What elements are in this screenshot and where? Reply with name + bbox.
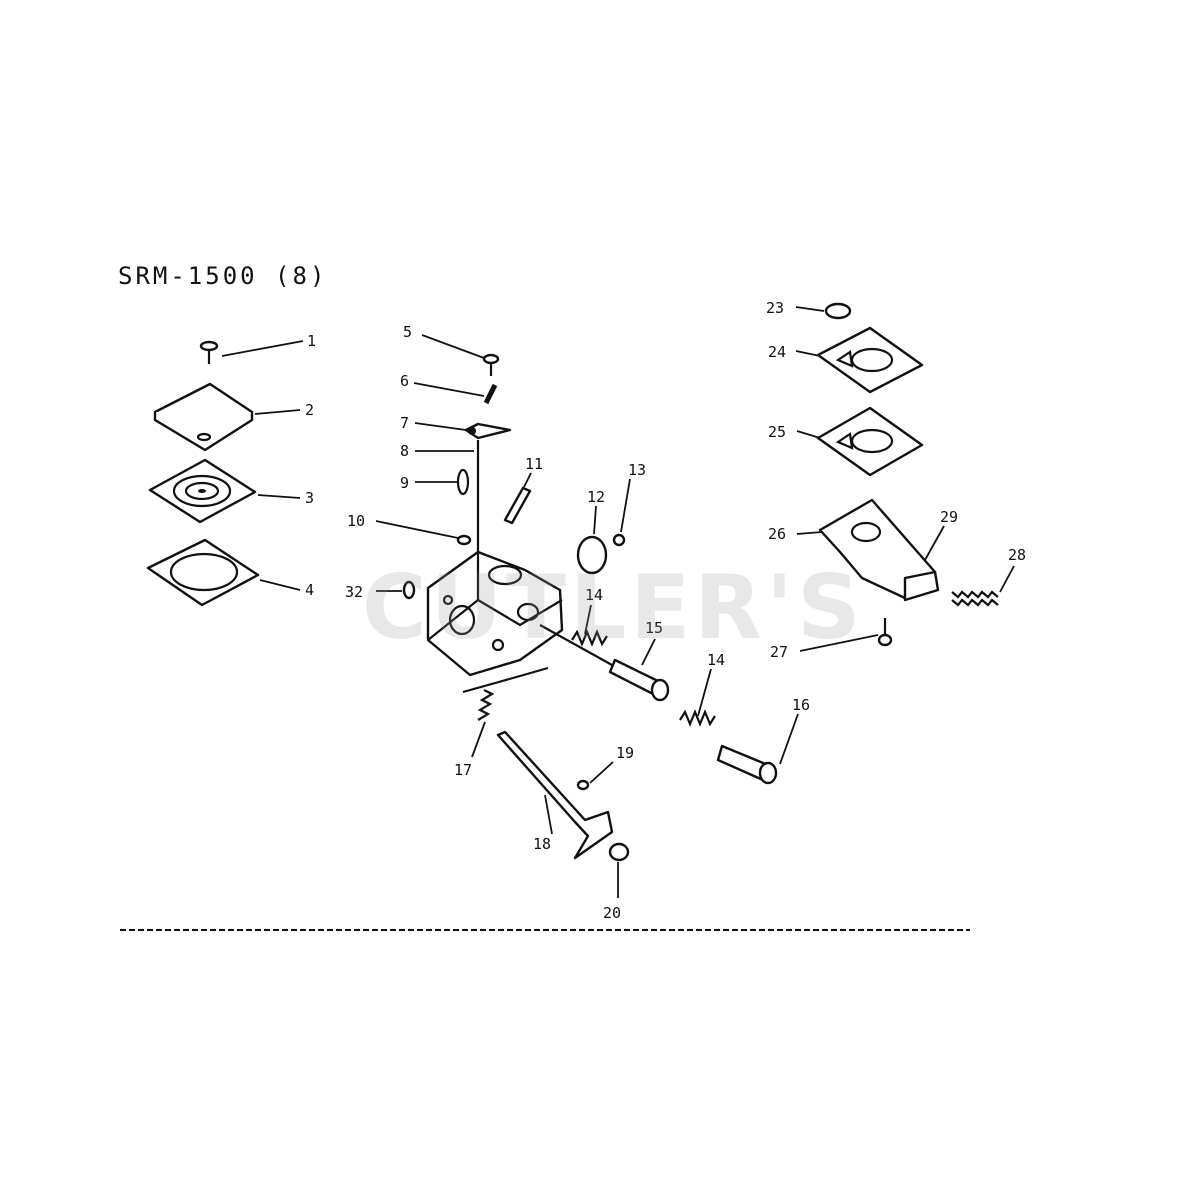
callout-4: 4 xyxy=(305,581,314,599)
callout-23: 23 xyxy=(766,299,784,317)
callout-1: 1 xyxy=(307,332,316,350)
callout-29: 29 xyxy=(940,508,958,526)
callout-18: 18 xyxy=(533,835,551,853)
part-27-screw xyxy=(877,618,893,647)
part-1-screw xyxy=(199,340,219,364)
part-20-nut xyxy=(608,842,630,862)
part-2-cover xyxy=(153,382,254,452)
part-28-screw xyxy=(951,590,999,607)
callout-19: 19 xyxy=(616,744,634,762)
part-14-spring xyxy=(571,629,608,647)
carburetor-body xyxy=(426,550,564,677)
callout-10: 10 xyxy=(347,512,365,530)
callout-11: 11 xyxy=(525,455,543,473)
callout-20: 20 xyxy=(603,904,621,922)
part-15-screw xyxy=(539,624,670,702)
callout-12: 12 xyxy=(587,488,605,506)
part-5-screw xyxy=(482,353,500,376)
callout-9: 9 xyxy=(400,474,409,492)
part-7-lever xyxy=(464,422,512,440)
callout-17: 17 xyxy=(454,761,472,779)
part-6-pin xyxy=(483,383,498,405)
part-26-pump-body xyxy=(818,498,940,602)
part-10-plug xyxy=(456,534,472,546)
callout-16: 16 xyxy=(792,696,810,714)
callout-2: 2 xyxy=(305,401,314,419)
callout-3: 3 xyxy=(305,489,314,507)
part-18-lever xyxy=(496,730,614,860)
part-24-gasket xyxy=(816,326,924,394)
diagram-title: SRM-1500 (8) xyxy=(118,262,328,290)
callout-26: 26 xyxy=(768,525,786,543)
part-14b-spring xyxy=(679,709,716,727)
part-3-diaphragm xyxy=(148,458,257,524)
callout-7: 7 xyxy=(400,414,409,432)
part-32-plug xyxy=(402,580,416,600)
callout-27: 27 xyxy=(770,643,788,661)
callout-5: 5 xyxy=(403,323,412,341)
leader-lines xyxy=(221,306,1015,898)
part-17-spring xyxy=(462,666,549,721)
callout-6: 6 xyxy=(400,372,409,390)
callout-25: 25 xyxy=(768,423,786,441)
part-23-cap xyxy=(824,302,852,320)
callout-32: 32 xyxy=(345,583,363,601)
callout-8: 8 xyxy=(400,442,409,460)
part-16-screw xyxy=(716,744,778,785)
part-13-ball xyxy=(612,533,626,547)
callout-14b: 14 xyxy=(707,651,725,669)
callout-labels: 1 2 3 4 5 6 7 8 9 10 11 12 13 14 15 14 1… xyxy=(305,299,1026,922)
callout-15: 15 xyxy=(645,619,663,637)
part-11-pin xyxy=(503,486,532,525)
callout-24: 24 xyxy=(768,343,786,361)
part-19-clip xyxy=(576,779,590,791)
part-4-gasket xyxy=(146,538,260,607)
callout-28: 28 xyxy=(1008,546,1026,564)
callout-13: 13 xyxy=(628,461,646,479)
callout-14: 14 xyxy=(585,586,603,604)
part-9-ring xyxy=(456,468,470,496)
part-12-disc xyxy=(576,535,608,575)
part-25-gasket xyxy=(816,406,924,477)
